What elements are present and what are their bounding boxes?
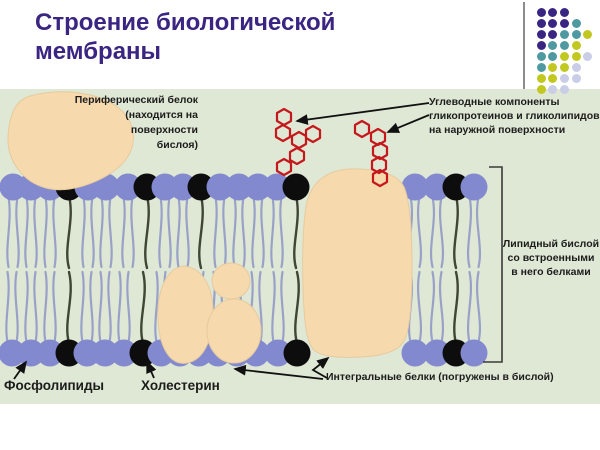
phospholipid-head [460,173,488,201]
cholesterol-head [282,173,310,201]
phospholipid-head [460,339,488,367]
annotation-arrow [311,356,330,379]
phospholipid-head [423,173,451,201]
hexagon-sugar [369,127,387,147]
slide-title: Строение биологической мембраны [35,8,335,66]
cholesterol-head [283,339,311,367]
separator-line [523,2,525,89]
phospholipid-head [110,339,138,367]
phospholipid-head [91,339,119,367]
annotation-arrow [233,364,324,380]
phospholipid-head [114,173,142,201]
phospholipid-head [244,173,272,201]
slide-title-line2: мембраны [35,38,162,65]
lipid-bilayer-label: Липидный бислой со встроенными в него бе… [502,238,600,278]
phospholipid-head [206,173,234,201]
integral-protein-mid-top [211,262,251,300]
bilayer-bracket [483,166,503,363]
phospholipid-head [401,339,429,367]
phospholipid-head [263,173,291,201]
peripheral-protein [7,91,134,191]
hexagon-sugar [304,124,322,144]
hexagon-sugar [274,123,292,143]
annotation-arrows [13,102,503,380]
hexagon-sugar [371,168,389,188]
slide-title-line1: Строение биологической [35,9,336,36]
phospholipids-label: Фосфолипиды [4,378,105,393]
integral-protein-left [157,265,214,364]
hexagon-sugar [290,130,308,150]
peripheral-protein-label: Периферический белок (находится на повер… [74,94,198,151]
hexagon-sugar [275,157,293,177]
integral-proteins-label: Интегральные белки (погружены в бислой) [326,371,554,383]
cholesterol-label: Холестерин [141,378,220,393]
integral-protein-large [302,168,413,358]
phospholipid-head [17,339,45,367]
hexagon-sugar [371,141,389,161]
proteins [7,91,413,364]
phospholipid-head [401,173,429,201]
annotation-arrow [13,360,28,380]
phospholipid-head [225,173,253,201]
annotation-arrow [295,102,430,125]
annotation-arrow [386,114,430,133]
hexagon-sugar [353,119,371,139]
cholesterol-head [187,173,215,201]
hexagon-sugar [275,107,293,127]
phospholipid-head [92,173,120,201]
phospholipid-head [423,339,451,367]
integral-protein-mid-bottom [206,298,262,364]
phospholipid-head [36,339,64,367]
phospholipid-head [0,339,26,367]
annotation-arrow [146,360,157,379]
phospholipid-head [264,339,292,367]
hexagon-sugar [370,155,388,175]
hexagon-sugar [288,146,306,166]
carbohydrate-label: Углеводные компоненты гликопротеинов и г… [429,96,600,136]
carbohydrate-chains [274,107,389,188]
